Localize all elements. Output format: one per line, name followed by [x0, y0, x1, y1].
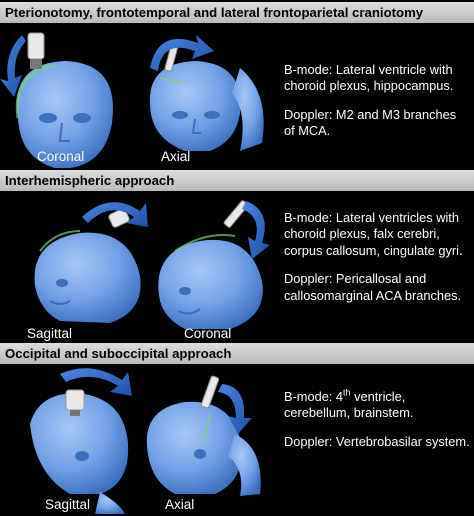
- axial-arrow-icon: [150, 35, 214, 71]
- section-1-view-1-caption: Coronal: [37, 149, 85, 164]
- sagittal-2-arrow-icon: [60, 368, 132, 396]
- section-1-description: B-mode: Lateral ventricle with choroid p…: [284, 62, 470, 152]
- axial-2-head-illustration: [146, 401, 261, 496]
- coronal-2-head-illustration: [158, 234, 263, 329]
- section-1-illustrations: [0, 32, 264, 168]
- section-3-doppler: Doppler: Vertebrobasilar system.: [284, 433, 470, 449]
- section-2-doppler: Doppler: Pericallosal and callosomargina…: [284, 271, 462, 303]
- coronal-arrow-icon: [0, 35, 26, 97]
- section-1-title: Pterionotomy, frontotemporal and lateral…: [0, 2, 474, 23]
- section-1-doppler: Doppler: M2 and M3 branches of MCA.: [284, 106, 457, 139]
- section-3-view-2-caption: Axial: [165, 497, 195, 512]
- sagittal-2-probe-icon: [65, 389, 85, 416]
- section-2-illustrations: [34, 200, 270, 329]
- sagittal-arrow-icon: [82, 202, 148, 227]
- section-3-illustrations: [30, 368, 261, 514]
- section-3-title: Occipital and suboccipital approach: [0, 343, 474, 364]
- section-2-title: Interhemispheric approach: [0, 170, 474, 191]
- section-1-view-2-caption: Axial: [161, 149, 191, 164]
- coronal-2-arrow-icon: [242, 201, 270, 259]
- section-1-bmode: B-mode: Lateral ventricle with choroid p…: [284, 62, 454, 94]
- axial-neck-illustration: [232, 68, 264, 151]
- section-3-view-1-caption: Sagittal: [45, 497, 91, 512]
- section-2-panel: Sagittal Coronal B-mode: Lateral ventric…: [0, 191, 474, 343]
- axial-head-illustration: [149, 61, 241, 151]
- section-2-view-2-caption: Coronal: [184, 326, 232, 341]
- section-2-description: B-mode: Lateral ventricles with choroid …: [284, 210, 470, 316]
- section-2-bmode: B-mode: Lateral ventricles with choroid …: [284, 210, 463, 258]
- coronal-head-illustration: [15, 61, 114, 168]
- section-3-panel: Sagittal Axial B-mode: 4th ventricle, ce…: [0, 364, 474, 516]
- sagittal-head-illustration: [34, 230, 141, 323]
- section-3-bmode: B-mode: 4th ventricle, cerebellum, brain…: [284, 387, 470, 422]
- section-3-bmode-suffix: ventricle, cerebellum, brainstem.: [284, 389, 414, 421]
- section-3-bmode-sup: th: [343, 387, 351, 398]
- section-3-bmode-prefix: B-mode: 4: [284, 389, 344, 404]
- section-1-panel: Coronal Axial B-mode: Lateral ventricle …: [0, 23, 474, 170]
- coronal-probe-icon: [27, 32, 45, 69]
- section-2-view-1-caption: Sagittal: [27, 326, 73, 341]
- sagittal-probe-icon: [108, 208, 130, 228]
- axial-2-arrow-icon: [218, 384, 252, 434]
- section-3-description: B-mode: 4th ventricle, cerebellum, brain…: [284, 387, 470, 462]
- sagittal-2-head-illustration: [30, 393, 129, 514]
- axial-2-probe-icon: [200, 375, 220, 409]
